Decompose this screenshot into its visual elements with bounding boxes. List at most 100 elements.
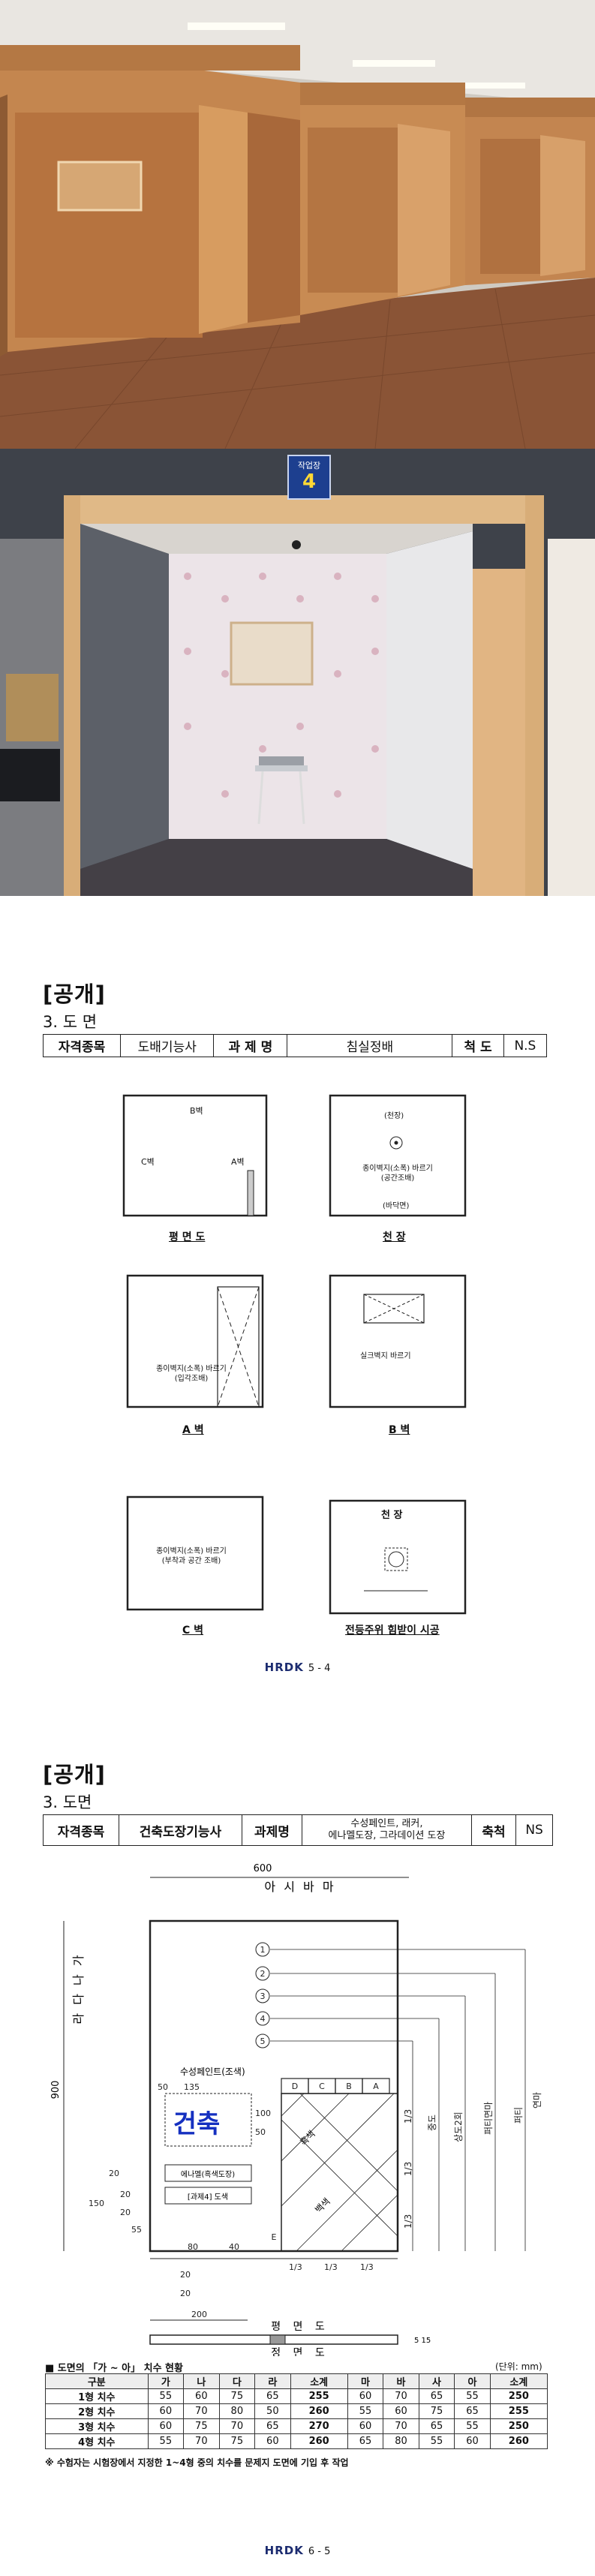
workshop-sign: 작업장 4 bbox=[287, 455, 331, 500]
circle-4: 4 bbox=[260, 2014, 266, 2024]
svg-text:연마: 연마 bbox=[532, 2092, 542, 2109]
wall-c-paper-label: 종이벽지(소폭) 바르기 bbox=[156, 1547, 227, 1556]
light-ceiling-label: 천 장 bbox=[381, 1510, 403, 1521]
square-c: C bbox=[319, 2082, 325, 2091]
thickness-label: 5 15 bbox=[414, 2337, 431, 2345]
svg-text:55: 55 bbox=[131, 2225, 142, 2235]
circle-numbers: 1 2 3 4 5 bbox=[260, 1945, 266, 2046]
sheet2-drawing: 1 2 3 4 5 D C B A E 600 아 시 바 마 900 라 다 … bbox=[0, 1861, 595, 2356]
svg-text:1/3: 1/3 bbox=[403, 2109, 413, 2124]
table-cell: 65 bbox=[347, 2433, 384, 2449]
table-cell: 55 bbox=[147, 2433, 185, 2449]
table-cell: 55 bbox=[147, 2388, 185, 2404]
table-cell: 60 bbox=[147, 2418, 185, 2434]
top-width: 600 bbox=[254, 1863, 272, 1874]
svg-text:20: 20 bbox=[109, 2169, 119, 2178]
plan-label-a: A벽 bbox=[231, 1157, 245, 1167]
dim-table-title: ■ 도면의 「가 ~ 아」 치수 현황 bbox=[45, 2363, 183, 2374]
table-cell: 60 bbox=[254, 2433, 291, 2449]
svg-text:퍼티면마: 퍼티면마 bbox=[483, 2102, 494, 2135]
table-cell: 55 bbox=[347, 2403, 384, 2419]
caption-light: 전등주위 힘받이 시공 bbox=[345, 1625, 440, 1637]
table-cell: 270 bbox=[290, 2418, 348, 2434]
svg-text:150: 150 bbox=[89, 2199, 104, 2208]
plan-label-b: B벽 bbox=[190, 1106, 203, 1116]
sheet1-info-table: 자격종목 도배기능사 과 제 명 침실정배 척 도 N.S bbox=[42, 1034, 548, 1057]
table-cell: 75 bbox=[218, 2433, 256, 2449]
svg-text:40: 40 bbox=[229, 2242, 239, 2252]
title-text: 건축 bbox=[173, 2109, 221, 2139]
table-cell: 65 bbox=[418, 2418, 455, 2434]
table-cell: 70 bbox=[183, 2403, 220, 2419]
square-a: A bbox=[373, 2082, 379, 2091]
svg-text:100: 100 bbox=[255, 2109, 271, 2118]
table-cell: 250 bbox=[489, 2418, 548, 2434]
table-cell: 250 bbox=[489, 2388, 548, 2404]
svg-text:200: 200 bbox=[191, 2310, 207, 2319]
wall-a-paper-label: 종이벽지(소폭) 바르기 bbox=[156, 1365, 227, 1373]
caption-plan: 평 면 도 bbox=[169, 1231, 206, 1243]
wall-b-silk-label: 실크벽지 바르기 bbox=[360, 1352, 411, 1360]
left-letters: 라 다 나 가 bbox=[71, 1952, 86, 2024]
table-cell: 60 bbox=[383, 2403, 419, 2419]
table-cell: 60 bbox=[454, 2433, 491, 2449]
sheet2-info-value-2b: 에나멜도장, 그라데이션 도장 bbox=[328, 1830, 446, 1841]
sheet1-info-value-1: 도배기능사 bbox=[120, 1034, 215, 1057]
sheet2-section: 3. 도면 bbox=[43, 1793, 92, 1811]
table-cell: 60 bbox=[347, 2418, 384, 2434]
ceiling-paper-label: 종이벽지(소폭) 바르기 bbox=[362, 1165, 433, 1173]
svg-text:80: 80 bbox=[188, 2242, 198, 2252]
table-cell: 260 bbox=[290, 2433, 348, 2449]
wall-c-paper-sub: (부착과 공간 조배) bbox=[161, 1557, 221, 1565]
sheet2-info-label-3: 축척 bbox=[470, 1814, 517, 1846]
circle-1: 1 bbox=[260, 1945, 266, 1955]
table-cell: 75 bbox=[418, 2403, 455, 2419]
hrdk-logo-2: HRDK bbox=[264, 2544, 304, 2557]
sheet2-info-label-2: 과제명 bbox=[241, 1814, 303, 1846]
svg-text:135: 135 bbox=[184, 2082, 200, 2092]
sheet1-info-value-3: N.S bbox=[503, 1034, 548, 1057]
svg-text:1/3: 1/3 bbox=[403, 2214, 413, 2229]
hrdk-logo: HRDK bbox=[264, 1661, 304, 1674]
svg-text:1/3: 1/3 bbox=[324, 2262, 338, 2272]
booth-interior-photo: 작업장 4 bbox=[0, 449, 595, 896]
top-letters: 아 시 바 마 bbox=[264, 1880, 335, 1894]
table-cell: 70 bbox=[218, 2418, 256, 2434]
sheet1-header: [공개] bbox=[43, 981, 106, 1007]
table-cell: 70 bbox=[383, 2418, 419, 2434]
svg-text:20: 20 bbox=[120, 2190, 131, 2199]
caption-plan-2: 평 면 도 bbox=[271, 2321, 329, 2333]
sign-label: 작업장 bbox=[297, 461, 321, 470]
dim-table-header: 소계 bbox=[489, 2373, 548, 2389]
table-cell: 60 bbox=[183, 2388, 220, 2404]
caption-wall-c: C 벽 bbox=[182, 1625, 204, 1637]
water-paint-label: 수성페인트(조색) bbox=[180, 2067, 245, 2077]
square-e: E bbox=[272, 2232, 277, 2242]
square-d: D bbox=[292, 2082, 298, 2091]
svg-text:20: 20 bbox=[120, 2208, 131, 2217]
plan-label-c: C벽 bbox=[141, 1157, 155, 1167]
svg-text:20: 20 bbox=[180, 2270, 191, 2280]
dim-table-header: 사 bbox=[418, 2373, 455, 2389]
circle-5: 5 bbox=[260, 2036, 266, 2046]
sheet1-drawings: B벽 C벽 A벽 평 면 도 (천장) 종이벽지(소폭) 바르기 (공간조배) … bbox=[0, 1073, 595, 1651]
lacquer-label: [과제4] 도색 bbox=[188, 2193, 228, 2202]
svg-text:1/3: 1/3 bbox=[360, 2262, 374, 2272]
svg-text:1/3: 1/3 bbox=[289, 2262, 302, 2272]
table-cell: 50 bbox=[254, 2403, 291, 2419]
wall-a-paper-sub: (입각조배) bbox=[174, 1375, 209, 1383]
ceiling-paper-sub: (공간조배) bbox=[380, 1174, 415, 1183]
dim-table-unit: (단위: mm) bbox=[495, 2361, 542, 2372]
svg-text:상도2회: 상도2회 bbox=[453, 2112, 464, 2142]
table-cell: 55 bbox=[454, 2388, 491, 2404]
table-cell: 255 bbox=[489, 2403, 548, 2419]
table-cell: 3형 치수 bbox=[45, 2418, 149, 2434]
dim-table-header: 아 bbox=[454, 2373, 491, 2389]
sheet1-info-label-2: 과 제 명 bbox=[213, 1034, 288, 1057]
caption-wall-b: B 벽 bbox=[389, 1424, 410, 1436]
